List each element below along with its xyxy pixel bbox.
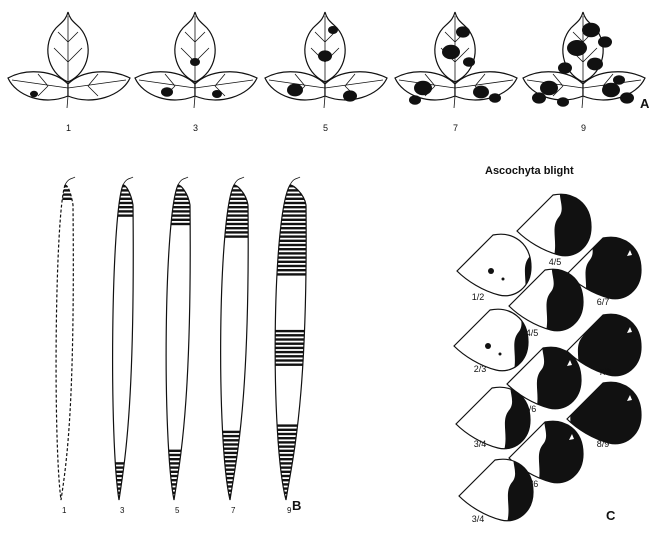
lesion-spot: [328, 26, 338, 34]
lesion-spot: [620, 92, 634, 103]
lesion-spot: [318, 50, 332, 61]
leaflet-score-label: 3/4: [472, 514, 485, 524]
panel-a-letter: A: [640, 96, 650, 111]
pod-score-label: 3: [120, 506, 125, 515]
lesion-spot: [190, 58, 200, 66]
panel-c-letter: C: [606, 508, 616, 523]
leaf-score-label: 3: [193, 123, 198, 133]
lesion-spot: [489, 93, 501, 103]
leaf-score-label: 5: [323, 123, 328, 133]
pod-tip: [123, 177, 133, 185]
pod-tip: [234, 177, 244, 185]
petiole: [324, 96, 325, 108]
lesion-spot: [442, 45, 460, 59]
trifoliate-leaf: [395, 12, 517, 108]
trifoliate-leaf: [135, 12, 257, 108]
pod-tip: [65, 177, 75, 185]
lesion-spot: [161, 87, 173, 97]
trifoliate-leaf: [8, 12, 130, 108]
pod: [148, 177, 208, 502]
leaf-score-label: 1: [66, 123, 71, 133]
lesion-spot: [463, 57, 475, 67]
panel-c-title: Ascochyta blight: [485, 165, 574, 177]
pod: [204, 177, 264, 500]
lesion-spot: [582, 23, 600, 37]
pod-tip: [290, 177, 300, 185]
pod-score-label: 7: [231, 506, 236, 515]
leaf-score-label: 9: [581, 123, 586, 133]
trifoliate-leaf: [523, 12, 645, 108]
pod: [35, 177, 95, 500]
pod-outline: [56, 185, 73, 500]
leaflet-score-label: 4/5: [549, 257, 562, 267]
lesion-spot: [613, 75, 625, 85]
petiole: [582, 96, 583, 108]
leaflet-score-label: 1/2: [472, 292, 485, 302]
leaflet-lesion: [582, 228, 645, 308]
lesion-spot: [212, 90, 222, 98]
panel-a-leaf-scale: 1 3 5 7 9: [8, 12, 645, 133]
lesion-spot: [602, 83, 620, 97]
lesion-spot: [343, 90, 357, 101]
pod-tip: [178, 177, 188, 185]
leaflet-outline: [457, 234, 531, 296]
lesion-spot: [473, 86, 489, 99]
leaflet-score-label: 8/9: [597, 439, 610, 449]
leaflet-score-label: 2/3: [474, 364, 487, 374]
pod: [260, 177, 320, 502]
trifoliate-leaf: [265, 12, 387, 108]
pod-score-label: 5: [175, 506, 180, 515]
lesion-spot: [30, 91, 38, 97]
lesion-spot: [540, 81, 558, 95]
lesion-spot: [567, 40, 587, 56]
lesion-spot: [456, 26, 470, 37]
pod-lesion-bands: [260, 185, 320, 502]
lesion-spot: [558, 62, 572, 73]
lesion-spot: [587, 58, 603, 71]
petiole: [194, 96, 195, 108]
lesion-spot: [287, 84, 303, 97]
lesion-spot: [598, 36, 612, 47]
lesion-spot: [409, 95, 421, 105]
lesion-spot: [414, 81, 432, 95]
pod-score-label: 1: [62, 506, 67, 515]
pod-outline: [166, 185, 190, 500]
leaflet-score-label: 6/7: [597, 297, 610, 307]
pod-outline: [113, 185, 134, 500]
petiole: [67, 96, 68, 108]
lesion-spot: [532, 92, 546, 103]
lesion-spot: [557, 97, 569, 107]
panel-b-letter: B: [292, 498, 301, 513]
pod: [93, 177, 153, 502]
petiole: [454, 96, 455, 108]
leaflet-score-label: 7/8: [599, 367, 612, 377]
leaflet-score-label: 3/4: [474, 439, 487, 449]
leaf-score-label: 7: [453, 123, 458, 133]
panel-c-leaflet-scale: 4/51/26/74/52/37/85/63/48/95/63/4: [454, 185, 645, 530]
